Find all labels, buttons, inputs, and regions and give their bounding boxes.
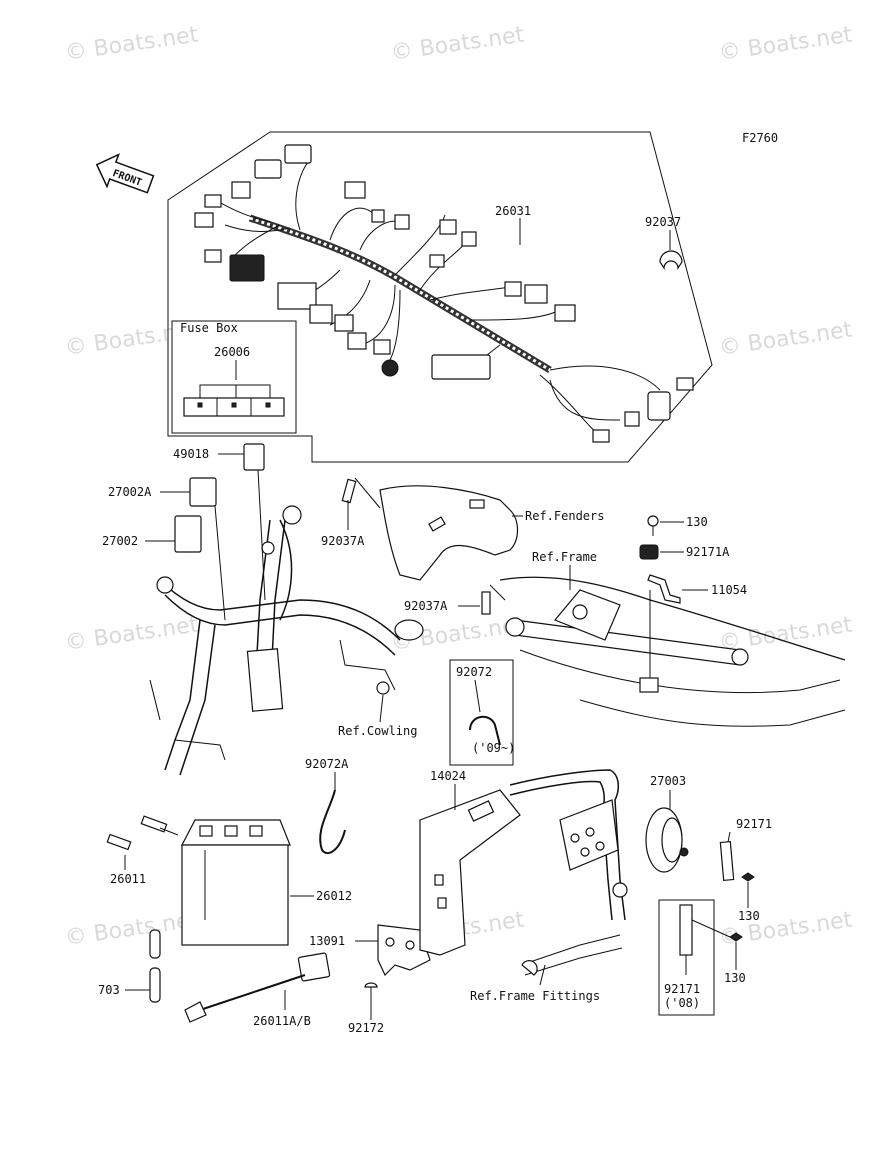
bolt-92172-icon (364, 982, 378, 1000)
part-label-27002: 27002 (102, 534, 138, 548)
watermark: © Boats.net (63, 907, 200, 950)
bolt-130-middle-icon (741, 872, 755, 882)
relay-27002-icon (174, 515, 202, 553)
part-label-130-middle: 130 (738, 909, 760, 923)
front-arrow-icon: FRONT (95, 153, 155, 194)
bracket-92171-08-icon (679, 904, 693, 956)
watermark: © Boats.net (63, 612, 200, 655)
cable-26011AB-icon (184, 952, 331, 1023)
ref-fenders-label: Ref.Fenders (525, 509, 604, 523)
holder-13091-icon (377, 924, 431, 977)
ref-frame-fittings-label: Ref.Frame Fittings (470, 989, 600, 1003)
part-label-49018: 49018 (173, 447, 209, 461)
horn-27003-icon (645, 807, 689, 873)
watermark: © Boats.net (389, 22, 526, 65)
watermark: © Boats.net (63, 22, 200, 65)
part-label-14024: 14024 (430, 769, 466, 783)
part-label-26012: 26012 (316, 889, 352, 903)
bolt-130-upper-icon (647, 515, 659, 536)
part-label-26011AB: 26011A/B (253, 1014, 311, 1028)
part-label-92172: 92172 (348, 1021, 384, 1035)
fender-part (379, 485, 519, 581)
figure-code: F2760 (742, 131, 778, 145)
clamp-92171A-icon (639, 544, 659, 560)
part-label-26011: 26011 (110, 872, 146, 886)
part-label-92037A-lower: 92037A (404, 599, 448, 613)
part-label-92037: 92037 (645, 215, 681, 229)
part-label-92037A-upper: 92037A (321, 534, 365, 548)
part-label-130-lower: 130 (724, 971, 746, 985)
main-wiring-harness (194, 144, 694, 443)
band-92072-icon (469, 715, 501, 746)
clip-92037A-lower-icon (481, 591, 491, 615)
watermark: © Boats.net (717, 22, 854, 65)
clip-92037-icon (659, 250, 683, 270)
part-label-92171-08: 92171 (664, 982, 700, 996)
cover-14024-icon (419, 789, 521, 956)
fuse-box-part-number: 26006 (214, 345, 250, 359)
part-label-26031: 26031 (495, 204, 531, 218)
band-92072A-icon (319, 789, 346, 855)
part-label-27002A: 27002A (108, 485, 152, 499)
battery-26012-icon (181, 819, 291, 946)
clip-92037A-icon (341, 478, 357, 504)
part-note-92171-08: ('08) (664, 996, 700, 1010)
watermark: © Boats.net (717, 317, 854, 360)
bracket-11054-icon (647, 574, 681, 604)
part-label-703: 703 (98, 983, 120, 997)
part-note-92072: ('09~) (472, 741, 515, 755)
part-label-92072: 92072 (456, 665, 492, 679)
ref-frame-label: Ref.Frame (532, 550, 597, 564)
bolt-130-lower-icon (729, 932, 743, 942)
band-92072-inset-panel (449, 659, 514, 766)
part-label-92171A: 92171A (686, 545, 730, 559)
relay-49018-icon (243, 443, 265, 471)
relay-27002A-icon (189, 477, 217, 507)
part-label-92171: 92171 (736, 817, 772, 831)
fuse-box-title: Fuse Box (180, 321, 238, 335)
fuse-box-icon (183, 360, 285, 417)
harness-outline (167, 131, 713, 463)
ref-cowling-label: Ref.Cowling (338, 724, 417, 738)
part-label-11054: 11054 (711, 583, 747, 597)
terminal-26011-icon (106, 815, 179, 851)
bracket-92171-icon (719, 840, 735, 882)
part-label-92072A: 92072A (305, 757, 349, 771)
front-bracket-frame (149, 469, 424, 776)
part-label-13091: 13091 (309, 934, 345, 948)
frame-fittings (509, 769, 628, 976)
tube-703-icon (149, 929, 161, 1003)
rear-frame (499, 576, 846, 727)
part-label-130-upper: 130 (686, 515, 708, 529)
part-label-27003: 27003 (650, 774, 686, 788)
